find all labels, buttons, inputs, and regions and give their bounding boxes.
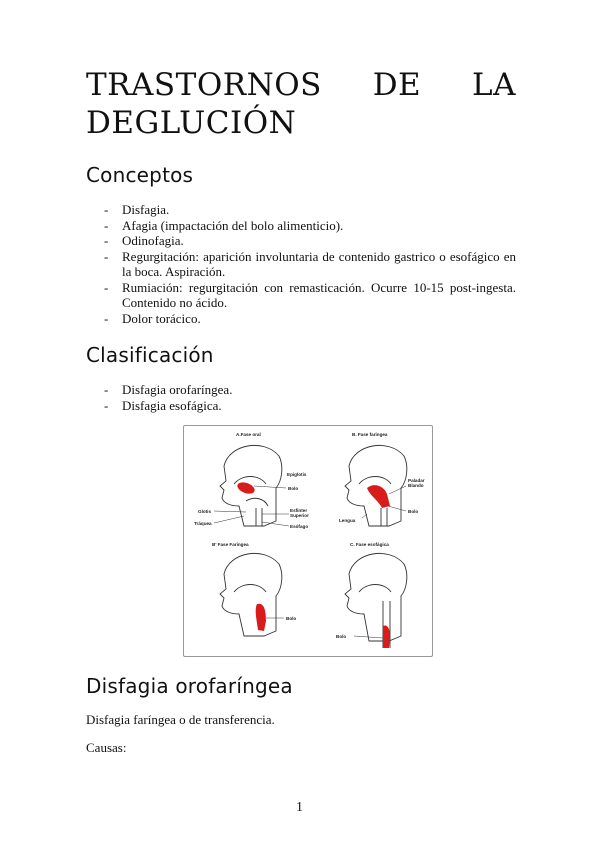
page-number: 1	[296, 800, 303, 815]
list-item: Disfagia orofaríngea.	[104, 382, 516, 398]
bolus-marks	[237, 482, 390, 648]
list-item: Dolor torácico.	[104, 311, 516, 327]
label-epiglotis: Epiglotis	[287, 472, 307, 477]
list-item: Disfagia esofágica.	[104, 398, 516, 414]
document-title: TRASTORNOS DE LA DEGLUCIÓN	[86, 66, 516, 142]
label-esofago: Esófago	[290, 524, 308, 529]
causas-label: Causas:	[86, 740, 127, 755]
swallowing-phases-diagram: A.Fase oral B. Fase faringea B' Fase Far…	[194, 432, 425, 648]
panel-b-label: B. Fase faringea	[352, 432, 388, 437]
label-bolo-b2: Bolo	[286, 616, 296, 621]
heading-disfagia-orofaringea: Disfagia orofaríngea	[86, 674, 293, 698]
label-bolo-c: Bolo	[336, 634, 346, 639]
conceptos-list: Disfagia. Afagia (impactación del bolo a…	[104, 202, 516, 326]
title-line-1: TRASTORNOS DE LA	[86, 66, 516, 104]
panel-b2-label: B' Fase Faringea	[212, 542, 249, 547]
list-item: Rumiación: regurgitación con remasticaci…	[104, 280, 516, 311]
label-traquea: Tráquea	[194, 521, 212, 526]
label-blando: Blando	[408, 483, 424, 488]
list-item: Disfagia.	[104, 202, 516, 218]
label-paladar: Paladar	[408, 478, 425, 483]
heading-conceptos: Conceptos	[86, 163, 194, 187]
label-esfinter: Esfinter	[290, 508, 307, 513]
title-word-1: TRASTORNOS	[86, 67, 322, 103]
orofaringea-paragraph: Disfagia faríngea o de transferencia.	[86, 712, 275, 727]
panel-a-label: A.Fase oral	[236, 432, 261, 437]
panel-c-label: C. Fase esofágica	[350, 542, 389, 547]
label-lengua: Lengua	[339, 518, 356, 523]
label-bolo-a: Bolo	[288, 486, 298, 491]
clasificacion-list: Disfagia orofaríngea. Disfagia esofágica…	[104, 382, 516, 413]
list-item: Odinofagia.	[104, 233, 516, 249]
label-glotis: Glotis	[198, 509, 211, 514]
swallowing-phases-figure: A.Fase oral B. Fase faringea B' Fase Far…	[183, 425, 433, 657]
list-item: Afagia (impactación del bolo alimenticio…	[104, 218, 516, 234]
title-word-2: DE	[372, 67, 422, 103]
title-word-3: LA	[472, 67, 516, 103]
label-bolo-b: Bolo	[408, 509, 418, 514]
list-item: Regurgitación: aparición involuntaria de…	[104, 249, 516, 280]
title-line-2: DEGLUCIÓN	[86, 105, 297, 141]
label-superior: Superior	[290, 513, 309, 518]
heading-clasificacion: Clasificación	[86, 343, 214, 367]
